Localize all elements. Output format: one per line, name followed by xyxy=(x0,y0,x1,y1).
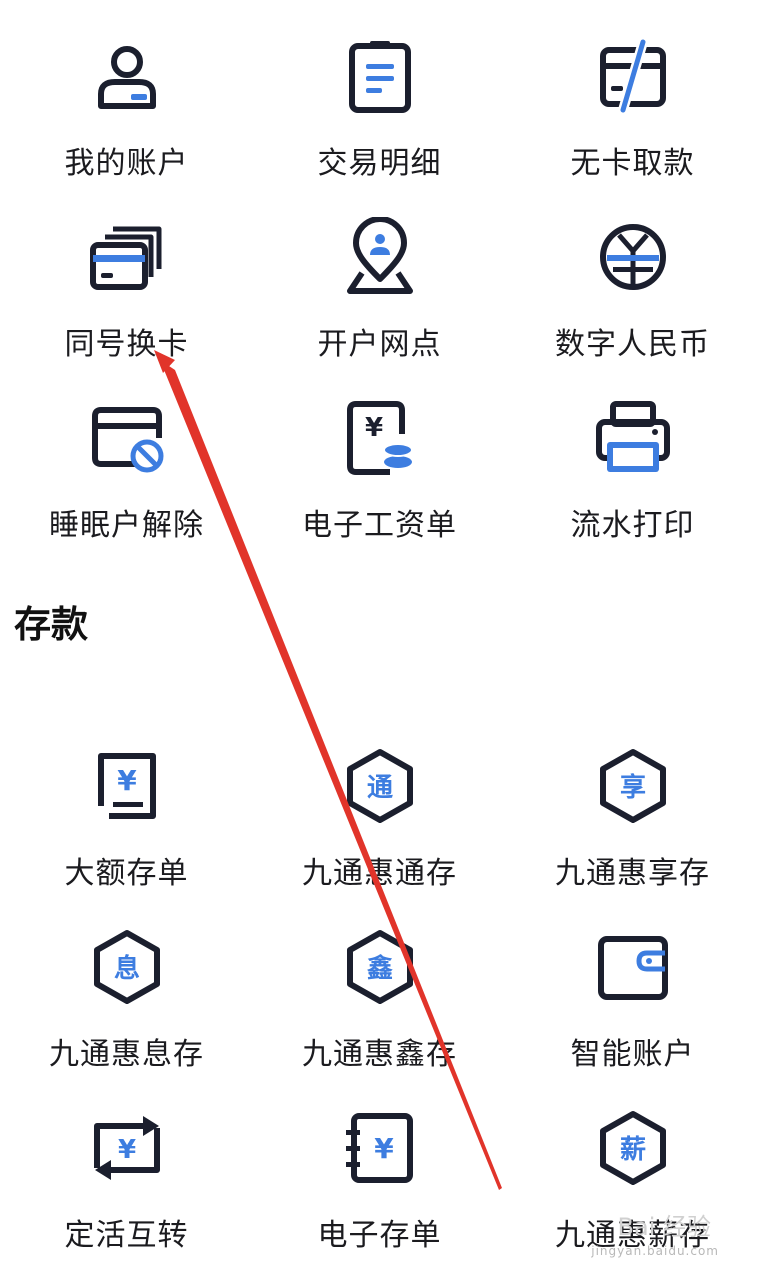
cardless-withdrawal-button[interactable]: 无卡取款 xyxy=(506,30,759,211)
digital-rmb-icon xyxy=(599,224,666,290)
svg-text:薪: 薪 xyxy=(619,1135,645,1165)
hex-xinsalary-icon: 薪 xyxy=(599,1111,666,1185)
deposits-grid: ¥ 大额存单 通 九通惠通存 享 九通惠享存 息 九通惠息存 鑫 九通惠鑫存 xyxy=(0,740,759,1283)
large-deposit-icon: ¥ xyxy=(97,753,156,819)
svg-text:¥: ¥ xyxy=(117,1135,135,1165)
hex-xin-icon: 鑫 xyxy=(346,930,413,1004)
dormant-account-release-button[interactable]: 睡眠户解除 xyxy=(0,392,253,573)
salary-slip-icon: ¥ xyxy=(346,401,413,475)
jiutonghui-xin-deposit-button[interactable]: 鑫 九通惠鑫存 xyxy=(253,921,506,1102)
printer-icon xyxy=(595,401,670,472)
transaction-details-label: 交易明细 xyxy=(317,146,442,181)
cardless-withdrawal-label: 无卡取款 xyxy=(570,146,695,181)
jiutonghui-xi-deposit-button[interactable]: 息 九通惠息存 xyxy=(0,921,253,1102)
large-deposit-label: 大额存单 xyxy=(64,856,189,891)
jiutonghui-xin-deposit-label: 九通惠鑫存 xyxy=(302,1037,457,1072)
e-deposit-certificate-button[interactable]: ¥ 电子存单 xyxy=(253,1102,506,1283)
e-payslip-button[interactable]: ¥ 电子工资单 xyxy=(253,392,506,573)
fixed-current-transfer-button[interactable]: ¥ 定活互转 xyxy=(0,1102,253,1283)
digital-rmb-button[interactable]: 数字人民币 xyxy=(506,211,759,392)
card-replacement-button[interactable]: 同号换卡 xyxy=(0,211,253,392)
svg-text:¥: ¥ xyxy=(117,764,137,797)
transaction-details-button[interactable]: 交易明细 xyxy=(253,30,506,211)
card-stack-icon xyxy=(89,226,161,290)
wallet-icon xyxy=(597,936,668,1000)
hex-xiang-icon: 享 xyxy=(599,749,666,823)
e-deposit-certificate-label: 电子存单 xyxy=(317,1218,442,1253)
jiutonghui-tong-deposit-button[interactable]: 通 九通惠通存 xyxy=(253,740,506,921)
document-list-icon xyxy=(348,41,411,113)
user-card-icon xyxy=(97,46,156,109)
large-deposit-button[interactable]: ¥ 大额存单 xyxy=(0,740,253,921)
watermark-url: jingyan.baidu.com xyxy=(591,1244,719,1258)
deposits-section-title: 存款 xyxy=(14,603,88,646)
dormant-account-release-label: 睡眠户解除 xyxy=(49,508,204,543)
svg-text:¥: ¥ xyxy=(374,1132,394,1165)
e-deposit-icon: ¥ xyxy=(345,1113,413,1183)
baidu-jingyan-watermark-logo: Bai 经验 xyxy=(617,1213,711,1241)
jiutonghui-salary-deposit-button[interactable]: 薪 九通惠薪存 xyxy=(506,1102,759,1283)
e-payslip-label: 电子工资单 xyxy=(302,508,457,543)
branch-locator-button[interactable]: 开户网点 xyxy=(253,211,506,392)
svg-text:鑫: 鑫 xyxy=(366,953,392,984)
jiutonghui-salary-deposit-label: 九通惠薪存 xyxy=(555,1218,710,1253)
accounts-grid: 我的账户 交易明细 无卡取款 同号换卡 xyxy=(0,30,759,573)
location-pin-icon xyxy=(346,217,413,294)
hex-tong-icon: 通 xyxy=(346,749,413,823)
svg-text:享: 享 xyxy=(619,772,645,803)
smart-account-button[interactable]: 智能账户 xyxy=(506,921,759,1102)
fixed-current-transfer-label: 定活互转 xyxy=(64,1218,189,1253)
jiutonghui-xi-deposit-label: 九通惠息存 xyxy=(49,1037,204,1072)
svg-text:通: 通 xyxy=(366,773,392,803)
statement-print-button[interactable]: 流水打印 xyxy=(506,392,759,573)
jiutonghui-xiang-deposit-button[interactable]: 享 九通惠享存 xyxy=(506,740,759,921)
svg-text:¥: ¥ xyxy=(364,413,382,443)
hex-xi-icon: 息 xyxy=(93,930,160,1004)
digital-rmb-label: 数字人民币 xyxy=(555,327,710,362)
my-account-button[interactable]: 我的账户 xyxy=(0,30,253,211)
card-blocked-icon xyxy=(91,407,163,473)
branch-locator-label: 开户网点 xyxy=(317,327,442,362)
svg-text:息: 息 xyxy=(113,953,139,984)
card-replacement-label: 同号换卡 xyxy=(64,327,189,362)
jiutonghui-xiang-deposit-label: 九通惠享存 xyxy=(555,856,710,891)
statement-print-label: 流水打印 xyxy=(570,508,695,543)
smart-account-label: 智能账户 xyxy=(570,1037,695,1072)
cardless-withdraw-icon xyxy=(599,39,666,113)
my-account-label: 我的账户 xyxy=(64,146,189,181)
jiutonghui-tong-deposit-label: 九通惠通存 xyxy=(302,856,457,891)
exchange-icon: ¥ xyxy=(93,1116,160,1180)
